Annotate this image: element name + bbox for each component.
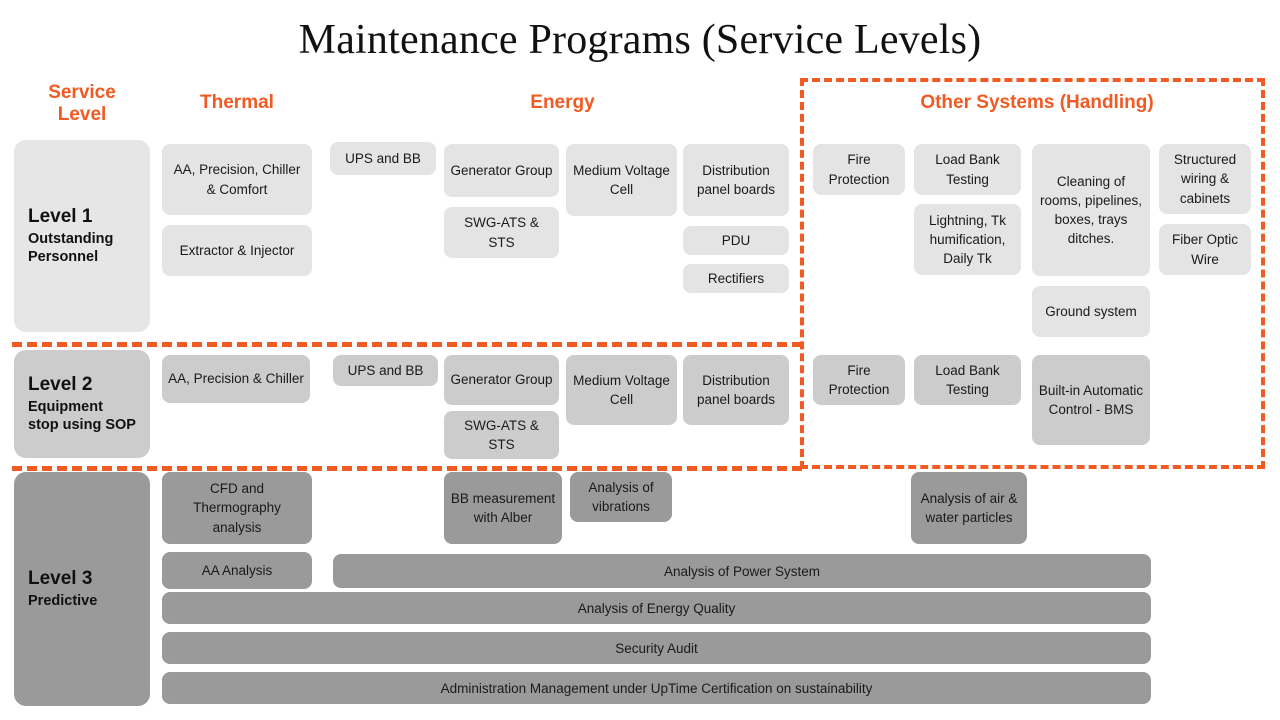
item-box[interactable]: Medium Voltage Cell: [566, 355, 677, 425]
level-panel-level-3: Level 3 Predictive: [14, 472, 150, 706]
item-box[interactable]: Analysis of vibrations: [570, 472, 672, 522]
level-3-title: Level 3: [28, 568, 93, 590]
column-header-service-level-line2: Level: [57, 104, 107, 126]
item-box[interactable]: SWG-ATS & STS: [444, 207, 559, 258]
wide-bar[interactable]: Administration Management under UpTime C…: [162, 672, 1151, 704]
page-title: Maintenance Programs (Service Levels): [298, 17, 982, 63]
item-box[interactable]: UPS and BB: [330, 142, 436, 175]
item-box[interactable]: Distribution panel boards: [683, 144, 789, 216]
level-1-subtitle-line1: Outstanding: [28, 230, 114, 247]
level-panel-level-2: Level 2 Equipment stop using SOP: [14, 350, 150, 458]
item-box[interactable]: Load Bank Testing: [914, 355, 1021, 405]
level-2-subtitle-line1: Equipment: [28, 398, 103, 415]
item-box[interactable]: PDU: [683, 226, 789, 255]
wide-bar[interactable]: Analysis of Energy Quality: [162, 592, 1151, 624]
item-box[interactable]: Fiber Optic Wire: [1159, 224, 1251, 275]
item-box[interactable]: AA, Precision & Chiller: [162, 355, 310, 403]
item-box[interactable]: Fire Protection: [813, 355, 905, 405]
column-header-thermal: Thermal: [200, 92, 274, 113]
item-box[interactable]: Ground system: [1032, 286, 1150, 337]
level-2-title: Level 2: [28, 373, 93, 395]
level-1-title: Level 1: [28, 205, 93, 227]
column-header-service-level: Service Level: [12, 82, 152, 127]
item-box[interactable]: Generator Group: [444, 144, 559, 197]
item-box[interactable]: AA, Precision, Chiller & Comfort: [162, 144, 312, 215]
item-box[interactable]: Medium Voltage Cell: [566, 144, 677, 216]
item-box[interactable]: Extractor & Injector: [162, 225, 312, 276]
item-box[interactable]: CFD and Thermography analysis: [162, 472, 312, 544]
item-box[interactable]: BB measurement with Alber: [444, 472, 562, 544]
row-separator-level2-level3: [12, 466, 802, 471]
level-panel-level-1: Level 1 Outstanding Personnel: [14, 140, 150, 332]
level-3-subtitle-line1: Predictive: [28, 592, 98, 609]
column-header-other-systems: Other Systems (Handling): [920, 92, 1154, 113]
item-box[interactable]: UPS and BB: [333, 355, 438, 386]
item-box[interactable]: Distribution panel boards: [683, 355, 789, 425]
item-box[interactable]: Cleaning of rooms, pipelines, boxes, tra…: [1032, 144, 1150, 276]
item-box[interactable]: Built-in Automatic Control - BMS: [1032, 355, 1150, 445]
item-box[interactable]: AA Analysis: [162, 552, 312, 589]
level-1-subtitle-line2: Personnel: [28, 249, 99, 266]
item-box[interactable]: Fire Protection: [813, 144, 905, 195]
column-header-energy: Energy: [530, 92, 595, 113]
item-box[interactable]: Structured wiring & cabinets: [1159, 144, 1251, 214]
item-box[interactable]: Load Bank Testing: [914, 144, 1021, 195]
item-box[interactable]: Generator Group: [444, 355, 559, 405]
wide-bar[interactable]: Security Audit: [162, 632, 1151, 664]
item-box[interactable]: Lightning, Tk humification, Daily Tk: [914, 204, 1021, 275]
item-box[interactable]: SWG-ATS & STS: [444, 411, 559, 459]
column-header-service-level-line1: Service: [48, 82, 116, 103]
item-box[interactable]: Rectifiers: [683, 264, 789, 293]
item-box[interactable]: Analysis of air & water particles: [911, 472, 1027, 544]
level-2-subtitle-line2: stop using SOP: [28, 417, 136, 434]
row-separator-level1-level2: [12, 342, 802, 347]
wide-bar[interactable]: Analysis of Power System: [333, 554, 1151, 588]
